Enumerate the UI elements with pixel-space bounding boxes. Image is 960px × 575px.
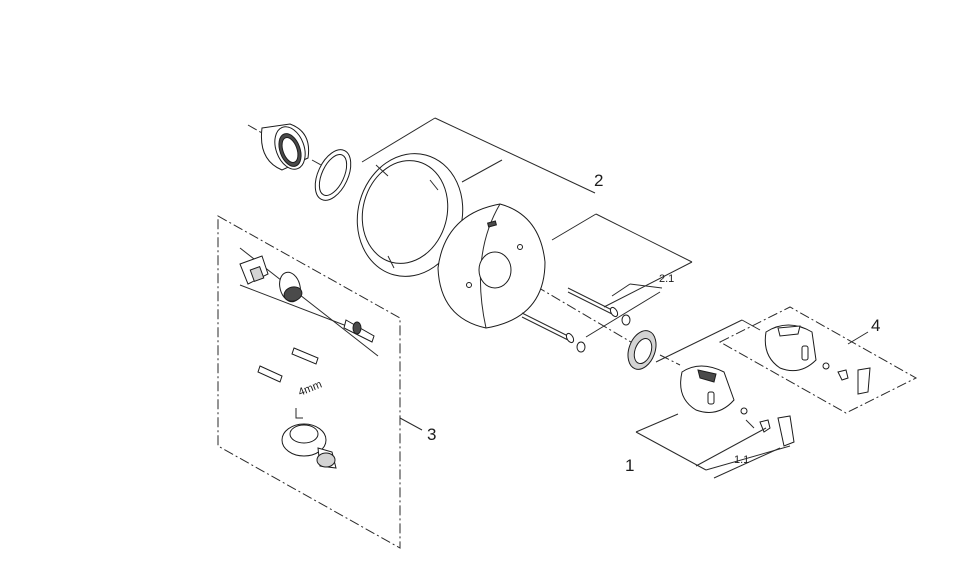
item-2-leaders — [361, 117, 693, 308]
screws — [521, 287, 631, 353]
item-1-leaders — [635, 319, 791, 479]
handle — [680, 365, 795, 447]
box-3-parts — [239, 247, 379, 469]
adapter-ring — [627, 330, 657, 370]
cover-cap — [260, 123, 310, 171]
callout-2: 2 — [594, 171, 603, 190]
item-3-leaders — [399, 417, 423, 431]
trim-ring — [314, 149, 352, 201]
callout-3: 3 — [427, 425, 436, 444]
callout-4: 4 — [871, 316, 880, 335]
item-2-1-leaders — [585, 283, 663, 338]
hex-key-size-label: 4mm — [297, 378, 324, 398]
box-4-outline — [718, 306, 918, 414]
item-4-leaders — [847, 331, 869, 345]
seal-plate — [356, 153, 464, 277]
callout-1-1: 1.1 — [734, 454, 749, 466]
escutcheon-plate — [437, 203, 546, 329]
callout-2-1: 2.1 — [659, 273, 674, 285]
box-3-outline — [217, 215, 401, 549]
callout-1: 1 — [625, 456, 634, 475]
handle-variant — [764, 324, 871, 395]
